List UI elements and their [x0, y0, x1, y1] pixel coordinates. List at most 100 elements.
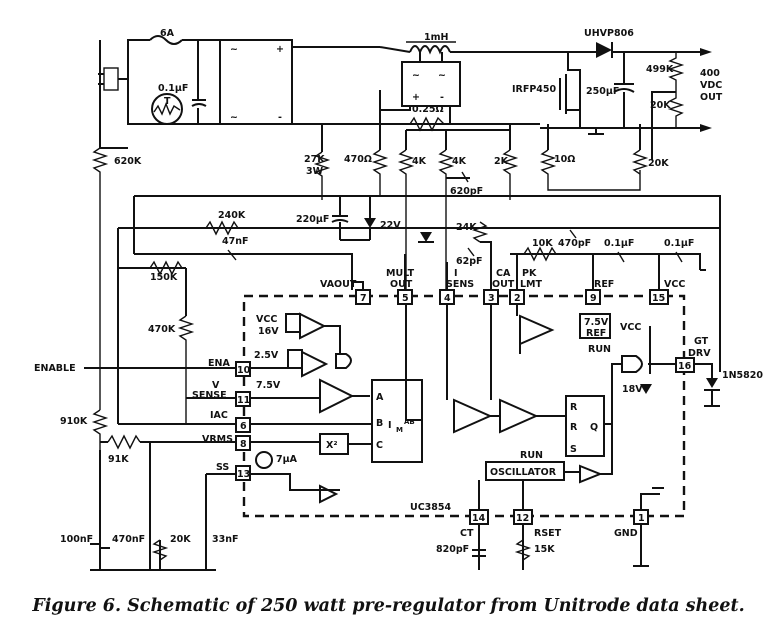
svg-text:M: M: [396, 426, 403, 434]
svg-text:MULT: MULT: [386, 268, 415, 279]
svg-text:4: 4: [444, 293, 451, 304]
svg-text:4K: 4K: [452, 156, 467, 167]
svg-text:OUT: OUT: [390, 279, 413, 290]
svg-text:13: 13: [237, 469, 250, 480]
svg-text:15: 15: [652, 293, 665, 304]
svg-text:DRV: DRV: [688, 348, 711, 359]
svg-text:7µA: 7µA: [276, 454, 298, 465]
svg-text:-: -: [278, 112, 282, 123]
svg-text:910K: 910K: [60, 416, 88, 427]
svg-text:2.5V: 2.5V: [254, 350, 279, 361]
fuse-label: 6A: [160, 28, 175, 39]
svg-text:~: ~: [412, 70, 420, 81]
svg-text:OUT: OUT: [700, 92, 723, 103]
svg-text:VAOUT: VAOUT: [320, 279, 357, 290]
svg-text:OSCILLATOR: OSCILLATOR: [490, 467, 557, 478]
svg-text:12: 12: [516, 513, 529, 524]
svg-text:+: +: [412, 92, 420, 103]
svg-text:150K: 150K: [150, 272, 178, 283]
svg-text:R: R: [570, 422, 578, 433]
svg-text:1: 1: [638, 513, 645, 524]
pwm-comparator: [499, 398, 539, 434]
schematic-svg: 6A 0.1µF T ~ ~ + - 1mH ~ ~ + -: [34, 28, 763, 571]
svg-text:7.5V: 7.5V: [256, 380, 281, 391]
aux-bridge: ~ ~ + -: [401, 61, 461, 107]
input-capacitor: 0.1µF: [158, 83, 207, 107]
figure-caption: Figure 6. Schematic of 250 watt pre-regu…: [32, 596, 745, 616]
svg-text:11: 11: [237, 395, 250, 406]
svg-text:SS: SS: [216, 462, 229, 473]
svg-text:1mH: 1mH: [424, 32, 449, 43]
svg-text:20K: 20K: [650, 100, 671, 111]
svg-text:470K: 470K: [148, 324, 176, 335]
svg-text:~: ~: [230, 112, 238, 123]
svg-text:ENABLE: ENABLE: [34, 363, 76, 374]
svg-text:I: I: [454, 268, 458, 279]
ic-right-pins: 16 GT DRV: [675, 336, 711, 373]
fuse: 6A: [149, 28, 183, 45]
svg-text:8: 8: [240, 439, 247, 450]
voltage-error-amp: 7.5V: [256, 378, 355, 414]
svg-text:RUN: RUN: [520, 450, 543, 461]
svg-text:~: ~: [438, 70, 446, 81]
inductor: 1mH: [406, 32, 456, 55]
svg-text:GND: GND: [614, 528, 638, 539]
svg-text:2K: 2K: [494, 156, 509, 167]
svg-text:620pF: 620pF: [450, 186, 483, 197]
svg-text:T: T: [164, 96, 171, 107]
svg-text:620K: 620K: [114, 156, 142, 167]
uvlo-comparator: VCC 16V: [256, 312, 327, 340]
svg-text:10K: 10K: [532, 238, 553, 249]
bridge-rectifier: ~ ~ + -: [219, 39, 293, 125]
svg-text:X²: X²: [326, 440, 338, 451]
svg-text:B: B: [376, 418, 383, 429]
svg-text:CA: CA: [496, 268, 511, 279]
svg-text:7.5V: 7.5V: [584, 317, 609, 328]
svg-text:3: 3: [488, 293, 495, 304]
enable-comparator: 2.5V: [254, 349, 352, 378]
svg-text:33nF: 33nF: [212, 534, 238, 545]
svg-text:AB: AB: [404, 418, 415, 426]
ss-current-source: 7µA: [255, 451, 298, 469]
svg-text:400: 400: [700, 68, 720, 79]
uc3854-ic: UC3854: [242, 294, 686, 518]
svg-text:I: I: [388, 420, 392, 431]
svg-text:GT: GT: [694, 336, 709, 347]
svg-text:6: 6: [240, 421, 247, 432]
svg-text:SENS: SENS: [446, 279, 474, 290]
svg-text:2: 2: [514, 293, 521, 304]
svg-text:4K: 4K: [412, 156, 427, 167]
svg-text:V: V: [212, 380, 220, 391]
shunt-resistor: 0.25Ω: [409, 104, 445, 132]
svg-text:ENA: ENA: [208, 358, 230, 369]
svg-text:SENSE: SENSE: [192, 390, 227, 401]
ref-7v5: 7.5V REF RUN: [579, 313, 611, 355]
output-capacitor: 250µF: [586, 52, 635, 97]
svg-text:PK: PK: [522, 268, 537, 279]
svg-text:REF: REF: [594, 279, 614, 290]
output-diode: UHVP806: [584, 28, 634, 58]
svg-text:220µF: 220µF: [296, 214, 329, 225]
svg-text:0.1µF: 0.1µF: [664, 238, 694, 249]
svg-text:3W: 3W: [306, 166, 324, 177]
flip-flop: R R S Q: [565, 395, 605, 457]
svg-text:470pF: 470pF: [558, 238, 591, 249]
thermistor: T: [151, 93, 183, 125]
svg-text:VCC: VCC: [620, 322, 641, 333]
svg-text:5: 5: [402, 293, 409, 304]
svg-text:470nF: 470nF: [112, 534, 145, 545]
svg-text:9: 9: [590, 293, 597, 304]
svg-text:22V: 22V: [380, 220, 401, 231]
svg-text:14: 14: [472, 513, 486, 524]
svg-text:10: 10: [237, 365, 251, 376]
svg-text:RUN: RUN: [588, 344, 611, 355]
svg-text:+: +: [276, 44, 284, 55]
mosfet: IRFP450: [512, 52, 581, 118]
svg-text:REF: REF: [586, 328, 606, 339]
svg-text:91K: 91K: [108, 454, 129, 465]
svg-text:VDC: VDC: [700, 80, 722, 91]
svg-text:250µF: 250µF: [586, 86, 619, 97]
svg-text:Q: Q: [590, 422, 598, 433]
svg-text:20K: 20K: [648, 158, 669, 169]
